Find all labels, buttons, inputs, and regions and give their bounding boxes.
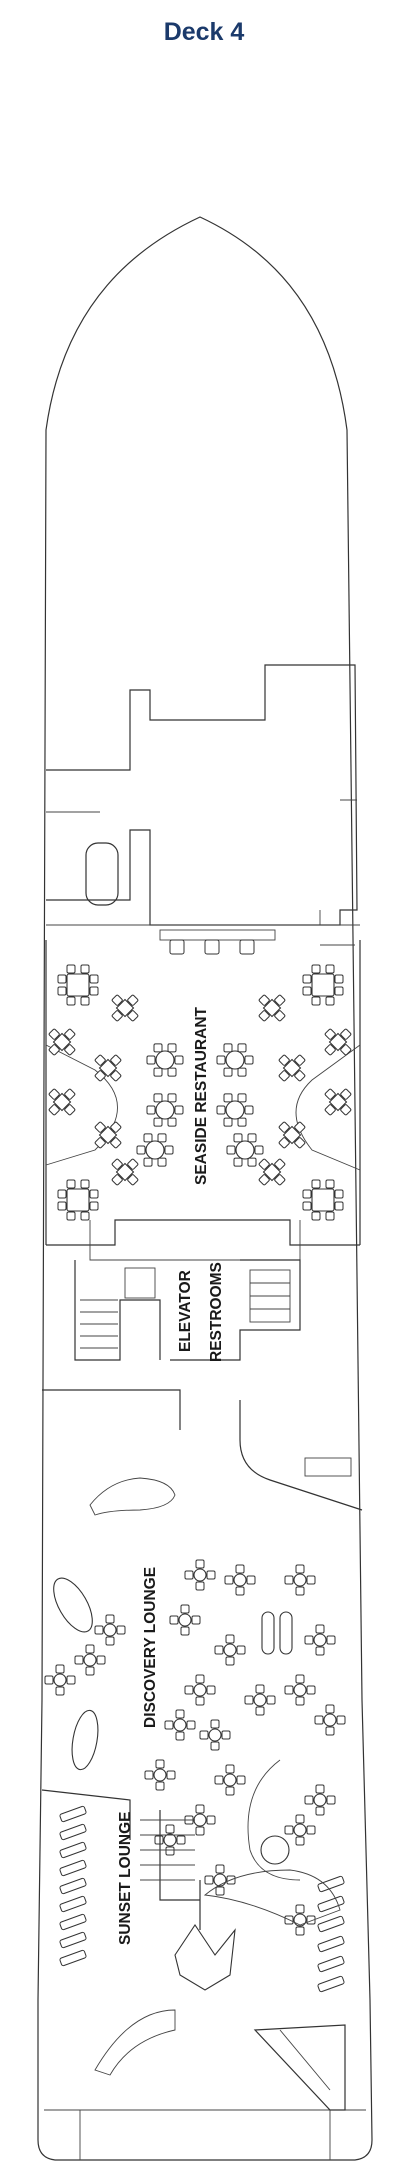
lounger [317, 1915, 345, 1933]
lounger [59, 1877, 87, 1895]
table [94, 1121, 122, 1149]
label-restrooms: RESTROOMS [208, 1262, 225, 1362]
lounger [59, 1823, 87, 1841]
table [111, 1158, 139, 1186]
lounger [317, 1975, 345, 1993]
table [146, 1043, 184, 1077]
table [284, 1674, 316, 1706]
label-discovery-lounge: DISCOVERY LOUNGE [142, 1567, 159, 1728]
lounger [317, 1935, 345, 1953]
table [184, 1674, 216, 1706]
table [214, 1634, 246, 1666]
label-elevator: ELEVATOR [177, 1270, 194, 1352]
table [214, 1764, 246, 1796]
table [216, 1093, 254, 1127]
lounger [317, 1955, 345, 1973]
table [94, 1614, 126, 1646]
table [74, 1644, 106, 1676]
table [304, 1624, 336, 1656]
lounger [59, 1949, 87, 1967]
table [302, 964, 344, 1006]
table [258, 994, 286, 1022]
table [278, 1054, 306, 1082]
table [314, 1704, 346, 1736]
table [324, 1088, 352, 1116]
lounger [59, 1841, 87, 1859]
elevator-restrooms [42, 1259, 363, 1511]
table [284, 1904, 316, 1936]
label-seaside-restaurant: SEASIDE RESTAURANT [193, 1006, 210, 1185]
lounger [59, 1859, 87, 1877]
label-sunset-lounge: SUNSET LOUNGE [117, 1812, 134, 1945]
sunset-lounge [41, 1789, 346, 2111]
table [94, 1054, 122, 1082]
table [284, 1564, 316, 1596]
table [169, 1604, 201, 1636]
table [44, 1664, 76, 1696]
table [48, 1088, 76, 1116]
table [284, 1814, 316, 1846]
lounger [59, 1931, 87, 1949]
lounger [59, 1913, 87, 1931]
hull-outline [37, 216, 373, 2161]
discovery-lounge [44, 1477, 346, 1936]
table [136, 1133, 174, 1167]
table [302, 1179, 344, 1221]
table [278, 1121, 306, 1149]
table [244, 1684, 276, 1716]
deck-title: Deck 4 [163, 18, 245, 46]
table [184, 1559, 216, 1591]
table [199, 1719, 231, 1751]
table [146, 1093, 184, 1127]
service-area [46, 664, 360, 955]
table [224, 1564, 256, 1596]
lounger [59, 1895, 87, 1913]
table [258, 1158, 286, 1186]
table [164, 1709, 196, 1741]
table [48, 1028, 76, 1056]
table [304, 1784, 336, 1816]
table [324, 1028, 352, 1056]
lounger [317, 1875, 345, 1893]
lounger [317, 1895, 345, 1913]
seaside-restaurant [45, 940, 361, 1261]
table [111, 994, 139, 1022]
table [57, 964, 99, 1006]
table [216, 1043, 254, 1077]
table [226, 1133, 264, 1167]
table [204, 1864, 236, 1896]
lounger [59, 1805, 87, 1823]
table [154, 1824, 186, 1856]
table [57, 1179, 99, 1221]
table [144, 1759, 176, 1791]
